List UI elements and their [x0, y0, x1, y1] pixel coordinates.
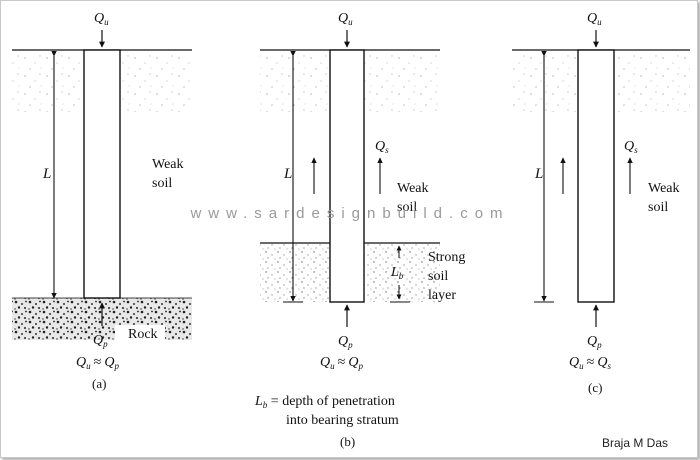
pile-c [577, 49, 615, 303]
strong-soil-line3: layer [428, 288, 456, 303]
rock-label-bg [115, 325, 165, 341]
lb-label: Lb [390, 265, 404, 281]
soil-label-line1: Weak [397, 181, 429, 196]
pile-b [329, 49, 365, 303]
panel-c: Qu L Qs Weak soil Qp Qu≈Qs (c) [512, 11, 690, 395]
soil-label-line2: soil [397, 200, 417, 215]
caption-c: (c) [588, 380, 602, 395]
tip-load-label: Qp [93, 333, 108, 349]
load-label-top: Qu [94, 11, 109, 27]
equation: Qu≈Qp [76, 355, 119, 371]
note-line1: Lb = depth of penetration [254, 394, 395, 410]
rock-label: Rock [128, 327, 158, 342]
load-label-top: Qu [587, 11, 602, 27]
strong-soil-line2: soil [428, 269, 448, 284]
length-label: L [283, 166, 292, 182]
load-label-top: Qu [338, 11, 353, 27]
tip-load-label: Qp [587, 334, 602, 350]
equation: Qu≈Qs [569, 355, 611, 371]
panel-a: Qu L Weak soil Rock Qp Qu≈Qp (a) [12, 11, 192, 391]
watermark: www.sardesignbuild.com [189, 205, 509, 222]
soil-label-line1: Weak [152, 157, 184, 172]
caption-a: (a) [92, 376, 106, 391]
skin-friction-label: Qs [375, 139, 389, 155]
note-line2: into bearing stratum [286, 413, 399, 428]
credit: Braja M Das [602, 436, 668, 450]
length-label: L [534, 166, 543, 182]
pile-a [83, 49, 121, 299]
strong-soil-line1: Strong [428, 250, 465, 265]
skin-friction-label: Qs [624, 139, 638, 155]
length-label: L [42, 166, 51, 182]
panel-b: Qu L Qs Weak soil Lb Strong soil layer Q… [254, 11, 465, 449]
equation: Qu≈Qp [320, 355, 363, 371]
caption-b: (b) [340, 434, 355, 449]
tip-load-label: Qp [338, 334, 353, 350]
soil-label-line1: Weak [648, 181, 680, 196]
soil-label-line2: soil [152, 176, 172, 191]
soil-label-line2: soil [648, 200, 668, 215]
